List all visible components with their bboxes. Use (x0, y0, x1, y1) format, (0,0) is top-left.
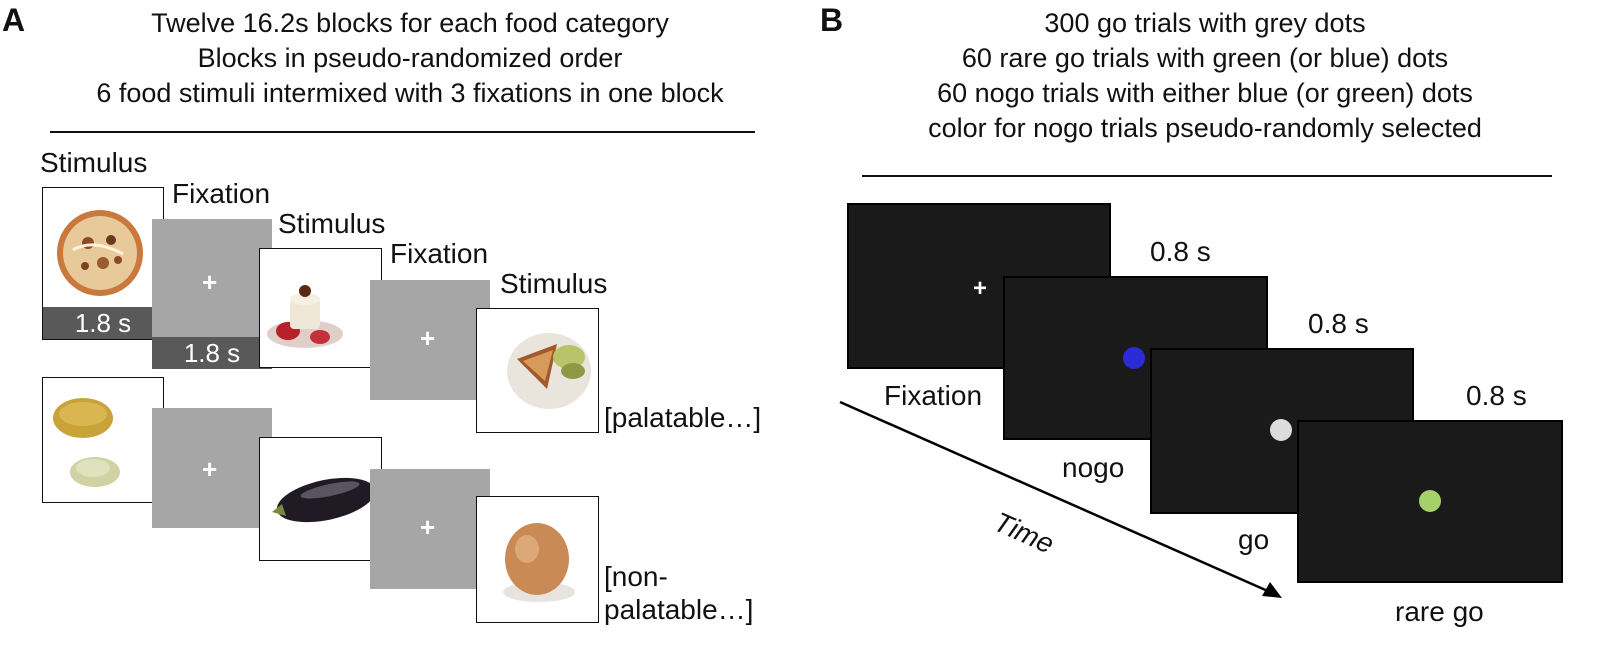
blue-dot (1123, 347, 1145, 369)
rare-go-screen (1297, 420, 1563, 583)
fixation-cross: + (420, 323, 436, 353)
fixation-frame-1: + 1.8 s (152, 219, 272, 369)
nonpalatable-label-line-2: palatable…] (604, 594, 754, 625)
egg-image (503, 523, 575, 602)
nonpalatable-label-line-1: [non- (604, 561, 668, 592)
panel-a-caption-line-3: 6 food stimuli intermixed with 3 fixatio… (96, 78, 724, 108)
grey-dot (1270, 419, 1292, 441)
stimulus-frame-pizza: 1.8 s (42, 187, 164, 340)
panel-b-caption-line-4: color for nogo trials pseudo-randomly se… (928, 113, 1482, 143)
fixation-cross: + (202, 454, 218, 484)
palatable-label: [palatable…] (604, 402, 762, 433)
stimulus-frame-spices (42, 377, 164, 503)
fixation-screen-label: Fixation (884, 380, 983, 411)
panel-a-caption: Twelve 16.2s blocks for each food catego… (60, 6, 760, 111)
eggplant-image (272, 477, 376, 523)
time-arrow (839, 400, 1282, 598)
dessert-image (267, 285, 343, 348)
nonpalatable-label: [non- palatable…] (604, 560, 753, 626)
fixation-cross: + (973, 275, 988, 302)
panel-b-caption-line-3: 60 nogo trials with either blue (or gree… (937, 78, 1473, 108)
stimulus-frame-egg (476, 496, 599, 623)
go-screen-label: go (1238, 524, 1270, 555)
panel-a-caption-line-1: Twelve 16.2s blocks for each food catego… (151, 8, 669, 38)
spice-powder-image (53, 398, 120, 487)
panel-b-letter: B (820, 2, 844, 38)
stimulus-frame-pizza-slice (476, 308, 599, 433)
stimulus-label-2: Stimulus (278, 208, 386, 239)
pizza-image (57, 210, 143, 296)
nogo-duration-label: 0.8 s (1150, 236, 1211, 267)
fixation-label-1: Fixation (172, 178, 271, 209)
stimulus-label-1: Stimulus (40, 147, 148, 178)
panel-a-divider (50, 131, 755, 133)
fixation-duration-bar: 1.8 s (152, 337, 272, 369)
panel-b-divider (862, 175, 1552, 177)
fixation-frame-4: + (370, 469, 490, 589)
fixation-cross: + (420, 512, 436, 542)
stimulus-label-3: Stimulus (500, 268, 608, 299)
panel-b-caption-line-2: 60 rare go trials with green (or blue) d… (961, 43, 1449, 73)
panel-b-caption: 300 go trials with grey dots 60 rare go … (860, 6, 1550, 146)
panel-a-caption-line-2: Blocks in pseudo-randomized order (197, 43, 623, 73)
stimulus-frame-eggplant (259, 437, 382, 561)
fixation-cross: + (202, 267, 218, 297)
rare-go-duration-label: 0.8 s (1466, 380, 1527, 411)
green-dot (1419, 490, 1441, 512)
go-duration-label: 0.8 s (1308, 308, 1369, 339)
nogo-screen-label: nogo (1062, 452, 1125, 483)
stimulus-frame-dessert (259, 248, 382, 368)
panel-a-letter: A (2, 2, 26, 38)
fixation-label-2: Fixation (390, 238, 489, 269)
stimulus-duration-bar: 1.8 s (43, 307, 163, 339)
fixation-frame-2: + (370, 280, 490, 400)
fixation-frame-3: + (152, 408, 272, 528)
pizza-slice-image (507, 333, 591, 409)
panel-b-caption-line-1: 300 go trials with grey dots (1044, 8, 1366, 38)
rare-go-screen-label: rare go (1395, 596, 1484, 627)
